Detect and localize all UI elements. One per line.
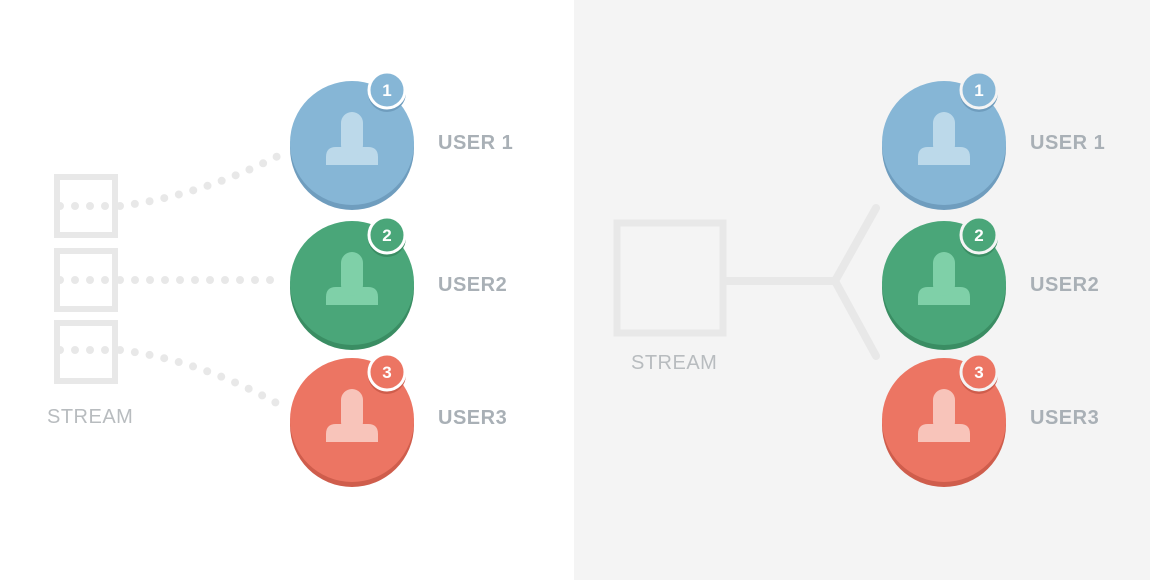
left-user3-label: USER3 — [438, 407, 508, 429]
left-user1-label: USER 1 — [438, 132, 514, 154]
left-user3-avatar: 3 — [290, 352, 414, 487]
left-dotted-links — [56, 151, 284, 409]
right-user1-avatar: 1 — [882, 70, 1006, 210]
right-stream-label: STREAM — [631, 352, 718, 374]
right-user3-avatar: 3 — [882, 352, 1006, 487]
badge-number: 1 — [974, 81, 983, 100]
left-user2-avatar: 2 — [290, 215, 414, 350]
left-stream-label: STREAM — [47, 406, 134, 428]
left-link-user3 — [56, 346, 284, 409]
right-panel — [574, 0, 1150, 580]
right-user3-label: USER3 — [1030, 407, 1100, 429]
right-user2-label: USER2 — [1030, 274, 1100, 296]
left-user2-label: USER2 — [438, 274, 508, 296]
right-stream-box — [613, 219, 727, 337]
right-fork-lines — [721, 204, 880, 360]
right-user2-avatar: 2 — [882, 215, 1006, 350]
left-link-user1 — [56, 151, 284, 210]
badge-number: 1 — [382, 81, 391, 100]
badge-number: 2 — [974, 226, 983, 245]
left-panel — [0, 0, 574, 580]
badge-number: 3 — [382, 363, 391, 382]
right-user1-label: USER 1 — [1030, 132, 1106, 154]
badge-number: 3 — [974, 363, 983, 382]
badge-number: 2 — [382, 226, 391, 245]
left-user1-avatar: 1 — [290, 70, 414, 210]
